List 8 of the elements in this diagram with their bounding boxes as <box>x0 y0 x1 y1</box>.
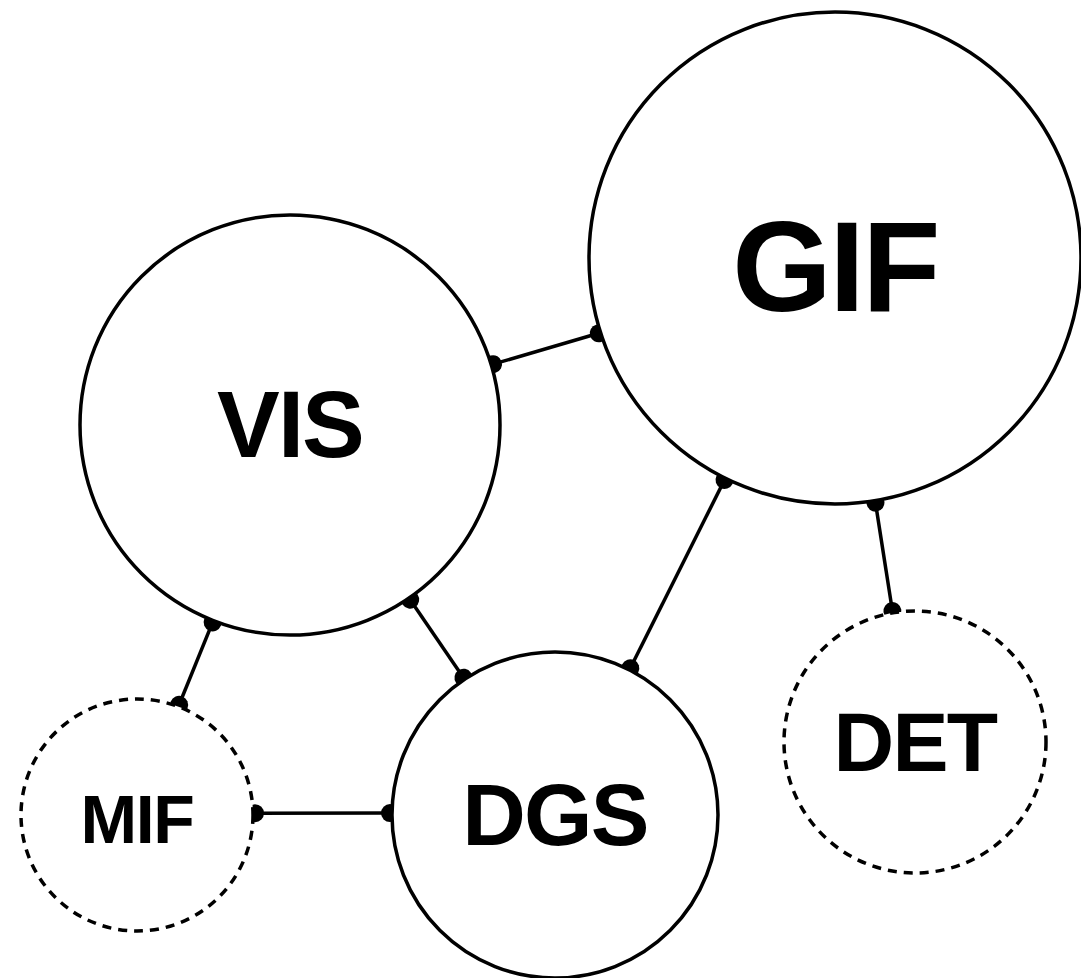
node-label: MIF <box>80 780 194 858</box>
circle-node <box>782 609 1048 875</box>
node-label: VIS <box>217 371 363 479</box>
node-label: DET <box>833 693 997 791</box>
circle-node <box>19 697 255 933</box>
circle-node <box>78 213 502 637</box>
node-label: GIF <box>732 193 938 340</box>
node-label: DGS <box>462 764 648 866</box>
